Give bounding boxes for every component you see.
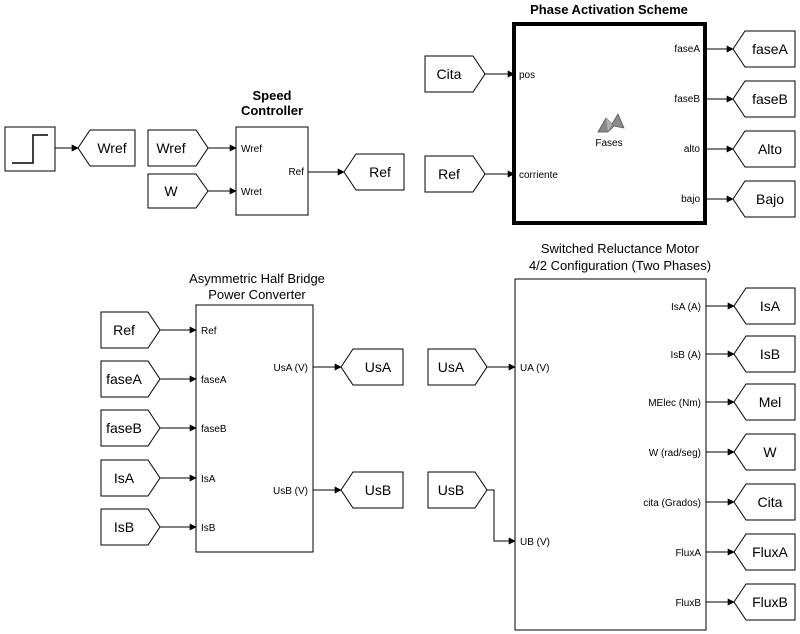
port-label: Ref bbox=[288, 167, 304, 178]
port-label: IsB bbox=[201, 523, 216, 534]
tag-label: Wref bbox=[156, 140, 185, 156]
port-label: IsA (A) bbox=[671, 302, 701, 313]
tag-label: Ref bbox=[438, 166, 460, 182]
tag-label: Ref bbox=[113, 322, 135, 338]
goto-tag-Cita[interactable]: Cita bbox=[733, 483, 796, 521]
from-tag-ref-conv[interactable]: Ref bbox=[100, 311, 161, 349]
phase-activation-title: Phase Activation Scheme bbox=[530, 2, 688, 17]
tag-label: UsA bbox=[438, 359, 465, 375]
tag-label: Cita bbox=[437, 66, 462, 82]
goto-tag-UsA[interactable]: UsA bbox=[340, 348, 404, 386]
port-label: MElec (Nm) bbox=[648, 398, 701, 409]
port-label: alto bbox=[684, 144, 701, 155]
power-converter-block[interactable]: Ref faseA faseB IsA IsB UsA (V) UsB (V) bbox=[195, 304, 314, 553]
speed-controller-title: Controller bbox=[241, 103, 303, 118]
tag-label: Ref bbox=[369, 164, 391, 180]
tag-label: IsB bbox=[114, 519, 134, 535]
port-label: faseB bbox=[674, 94, 700, 105]
port-label: UsB (V) bbox=[273, 486, 308, 497]
port-label: Wref bbox=[241, 144, 262, 155]
tag-label: IsB bbox=[760, 346, 780, 362]
port-label: IsB (A) bbox=[670, 350, 701, 361]
goto-tag-faseA[interactable]: faseA bbox=[732, 30, 796, 68]
tag-label: FluxB bbox=[752, 594, 788, 610]
goto-tag-UsB[interactable]: UsB bbox=[340, 471, 404, 509]
tag-label: faseA bbox=[106, 371, 142, 387]
port-label: bajo bbox=[681, 194, 700, 205]
goto-tag-faseB[interactable]: faseB bbox=[732, 80, 796, 118]
from-tag-UsA[interactable]: UsA bbox=[427, 348, 488, 386]
port-label: faseA bbox=[201, 375, 227, 386]
port-label: corriente bbox=[519, 170, 558, 181]
tag-label: W bbox=[763, 444, 777, 460]
port-label: pos bbox=[519, 70, 535, 81]
from-tag-ref-phase[interactable]: Ref bbox=[424, 155, 486, 193]
port-label: FluxB bbox=[675, 598, 701, 609]
tag-label: UsA bbox=[365, 359, 392, 375]
phase-activation-block[interactable]: pos corriente faseA faseB alto bajo Fase… bbox=[512, 22, 707, 225]
goto-tag-FluxB[interactable]: FluxB bbox=[733, 583, 796, 621]
motor-title: 4/2 Configuration (Two Phases) bbox=[529, 258, 711, 273]
tag-label: faseB bbox=[106, 420, 142, 436]
motor-title: Switched Reluctance Motor bbox=[541, 241, 700, 256]
tag-label: Alto bbox=[758, 141, 782, 157]
tag-label: Cita bbox=[758, 494, 783, 510]
speed-controller-title: Speed bbox=[252, 88, 291, 103]
from-tag-IsB[interactable]: IsB bbox=[100, 508, 161, 546]
from-tag-faseB[interactable]: faseB bbox=[100, 409, 161, 447]
from-tag-UsB[interactable]: UsB bbox=[427, 471, 488, 509]
speed-controller-block[interactable]: Wref Wret Ref bbox=[235, 126, 309, 216]
sr-motor-block[interactable]: UA (V) UB (V) IsA (A) IsB (A) MElec (Nm)… bbox=[514, 278, 707, 631]
goto-tag-IsB[interactable]: IsB bbox=[733, 335, 796, 373]
goto-tag-Mel[interactable]: Mel bbox=[733, 383, 796, 421]
port-label: UB (V) bbox=[520, 537, 550, 548]
tag-label: W bbox=[164, 183, 178, 199]
tag-label: Wref bbox=[97, 140, 126, 156]
port-label: UsA (V) bbox=[274, 363, 308, 374]
converter-title: Power Converter bbox=[208, 287, 306, 302]
tag-label: faseA bbox=[752, 41, 788, 57]
goto-tag-IsA[interactable]: IsA bbox=[733, 287, 796, 325]
port-label: Wret bbox=[241, 187, 262, 198]
tag-label: UsB bbox=[438, 482, 464, 498]
converter-title: Asymmetric Half Bridge bbox=[189, 271, 325, 286]
port-label: faseA bbox=[674, 44, 700, 55]
goto-tag-bajo[interactable]: Bajo bbox=[732, 180, 796, 218]
tag-label: UsB bbox=[365, 482, 391, 498]
goto-tag-wref[interactable]: Wref bbox=[77, 129, 136, 167]
port-label: FluxA bbox=[675, 548, 701, 559]
port-label: cita (Grados) bbox=[643, 498, 701, 509]
wire bbox=[487, 489, 516, 545]
from-tag-cita[interactable]: Cita bbox=[424, 55, 486, 93]
goto-tag-alto[interactable]: Alto bbox=[732, 130, 796, 168]
goto-tag-W[interactable]: W bbox=[733, 433, 796, 471]
tag-label: FluxA bbox=[752, 544, 788, 560]
from-tag-w[interactable]: W bbox=[147, 173, 209, 209]
step-source-block[interactable] bbox=[4, 126, 56, 172]
port-label: UA (V) bbox=[520, 363, 549, 374]
from-tag-faseA[interactable]: faseA bbox=[100, 360, 161, 398]
port-label: W (rad/seg) bbox=[649, 448, 701, 459]
tag-label: Bajo bbox=[756, 191, 784, 207]
port-label: Ref bbox=[201, 326, 217, 337]
from-tag-IsA[interactable]: IsA bbox=[100, 459, 161, 497]
matlab-function-icon bbox=[597, 113, 625, 133]
tag-label: faseB bbox=[752, 91, 788, 107]
function-name-label: Fases bbox=[595, 138, 622, 149]
goto-tag-ref[interactable]: Ref bbox=[343, 153, 405, 191]
port-label: IsA bbox=[201, 474, 216, 485]
tag-label: IsA bbox=[760, 298, 781, 314]
from-tag-wref[interactable]: Wref bbox=[147, 129, 209, 167]
goto-tag-FluxA[interactable]: FluxA bbox=[733, 533, 796, 571]
tag-label: Mel bbox=[759, 394, 782, 410]
tag-label: IsA bbox=[114, 470, 135, 486]
step-icon bbox=[12, 134, 48, 164]
port-label: faseB bbox=[201, 424, 227, 435]
